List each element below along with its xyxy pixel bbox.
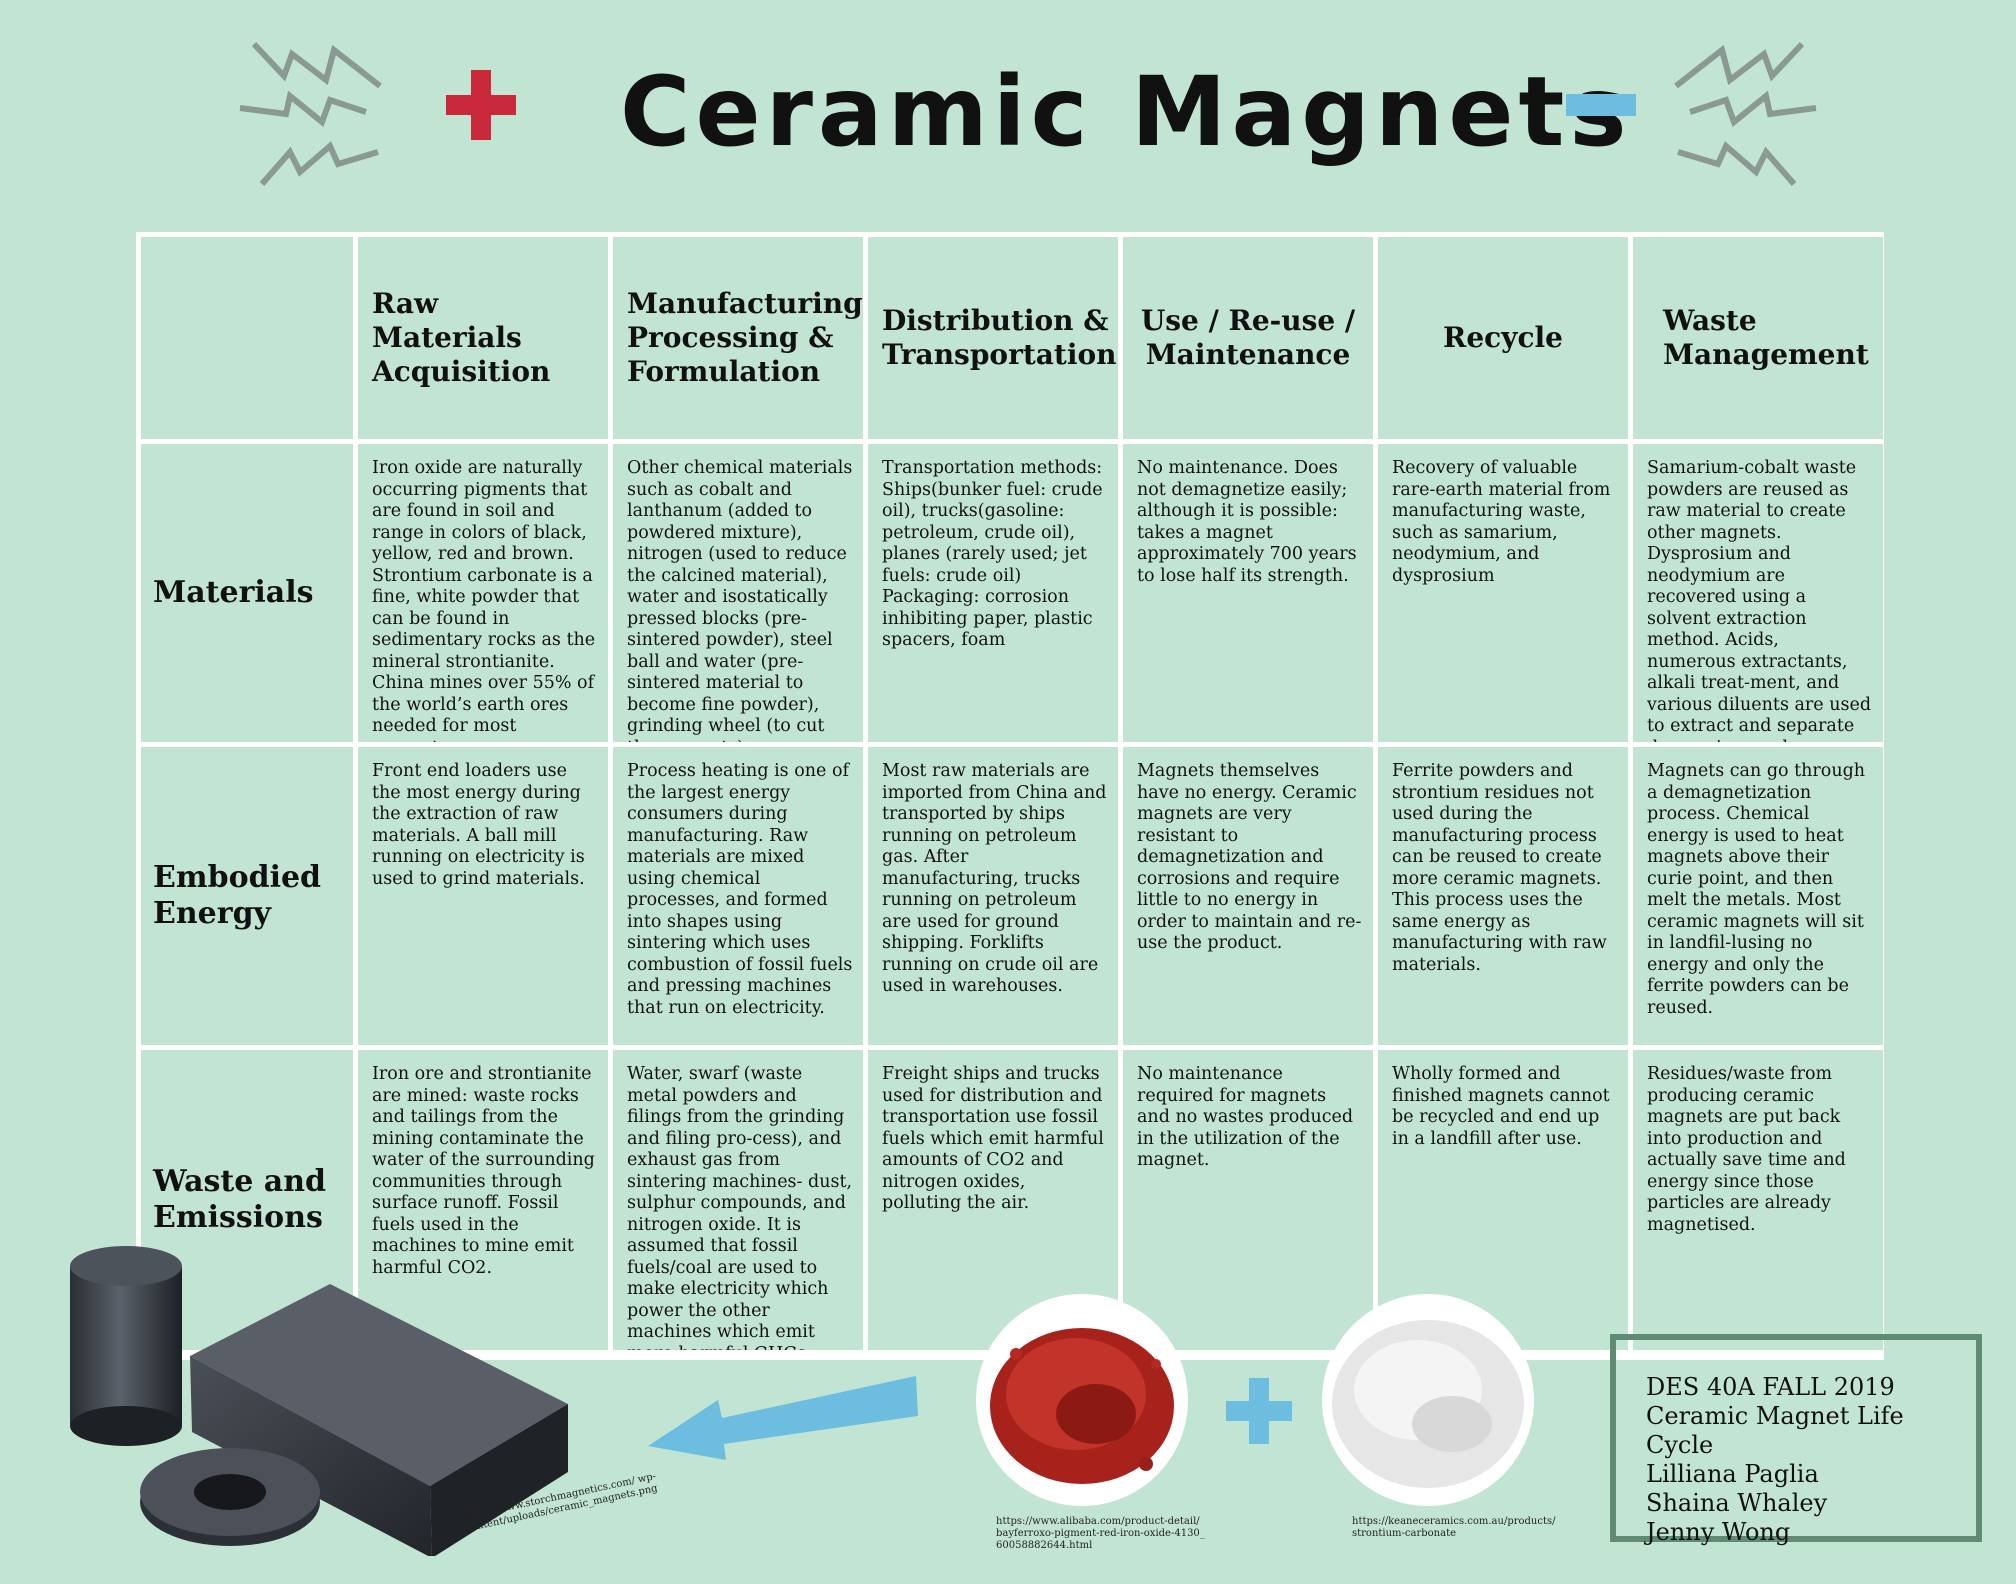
red-powder-source-caption: https://www.alibaba.com/product-detail/ … bbox=[996, 1516, 1205, 1551]
white-powder-source-caption: https://keaneceramics.com.au/products/ s… bbox=[1352, 1516, 1556, 1539]
table-cell: Samarium-cobalt waste powders are reused… bbox=[1633, 444, 1883, 742]
course-line: DES 40A FALL 2019 bbox=[1646, 1373, 1895, 1401]
author-name: Shaina Whaley bbox=[1646, 1489, 1828, 1517]
row-label-materials: Materials bbox=[141, 444, 353, 742]
page-title: Ceramic Magnets bbox=[620, 56, 1632, 168]
author-name: Lilliana Paglia bbox=[1646, 1460, 1819, 1488]
plus-icon bbox=[1226, 1378, 1292, 1444]
project-title: Ceramic Magnet Life Cycle bbox=[1646, 1402, 1904, 1459]
table-cell: Residues/waste from producing ceramic ma… bbox=[1633, 1050, 1883, 1350]
table-cell: Water, swarf (waste metal powders and fi… bbox=[613, 1050, 863, 1350]
column-header-distribution: Distribution & Transportation bbox=[868, 237, 1118, 439]
course-info-box: DES 40A FALL 2019 Ceramic Magnet Life Cy… bbox=[1610, 1334, 1982, 1546]
ceramic-magnets-image bbox=[70, 1246, 568, 1556]
strontium-carbonate-image bbox=[1322, 1294, 1534, 1506]
table-cell: Other chemical materials such as cobalt … bbox=[613, 444, 863, 742]
table-corner bbox=[141, 237, 353, 439]
red-iron-oxide-image bbox=[976, 1294, 1188, 1506]
column-header-raw-materials: Raw Materials Acquisition bbox=[358, 237, 608, 439]
table-cell: No maintenance. Does not demagnetize eas… bbox=[1123, 444, 1373, 742]
table-cell: Most raw materials are imported from Chi… bbox=[868, 747, 1118, 1045]
table-cell: Iron ore and strontianite are mined: was… bbox=[358, 1050, 608, 1350]
table-cell: Front end loaders use the most energy du… bbox=[358, 747, 608, 1045]
table-cell: Recovery of valuable rare-earth material… bbox=[1378, 444, 1628, 742]
table-cell: Iron oxide are naturally occurring pigme… bbox=[358, 444, 608, 742]
lightning-right-icon bbox=[1674, 41, 1817, 186]
lightning-left-icon bbox=[239, 41, 382, 186]
table-cell: Wholly formed and finished magnets canno… bbox=[1378, 1050, 1628, 1350]
column-header-waste-management: Waste Management bbox=[1633, 237, 1883, 439]
table-cell: Freight ships and trucks used for distri… bbox=[868, 1050, 1118, 1350]
minus-icon bbox=[1566, 94, 1636, 116]
table-cell: Magnets themselves have no energy. Ceram… bbox=[1123, 747, 1373, 1045]
column-header-manufacturing: Manufacturing, Processing & Formulation bbox=[613, 237, 863, 439]
row-label-embodied-energy: Embodied Energy bbox=[141, 747, 353, 1045]
column-header-recycle: Recycle bbox=[1378, 237, 1628, 439]
table-cell: Ferrite powders and strontium residues n… bbox=[1378, 747, 1628, 1045]
plus-icon bbox=[446, 70, 516, 140]
author-name: Jenny Wong bbox=[1646, 1518, 1791, 1546]
arrow-left-icon bbox=[648, 1376, 918, 1460]
column-header-use: Use / Re-use / Maintenance bbox=[1123, 237, 1373, 439]
table-cell: Process heating is one of the largest en… bbox=[613, 747, 863, 1045]
life-cycle-table: Raw Materials Acquisition Manufacturing,… bbox=[136, 232, 1884, 1360]
table-cell: Magnets can go through a demagnetization… bbox=[1633, 747, 1883, 1045]
table-cell: No maintenance required for magnets and … bbox=[1123, 1050, 1373, 1350]
table-cell: Transportation methods: Ships(bunker fue… bbox=[868, 444, 1118, 742]
